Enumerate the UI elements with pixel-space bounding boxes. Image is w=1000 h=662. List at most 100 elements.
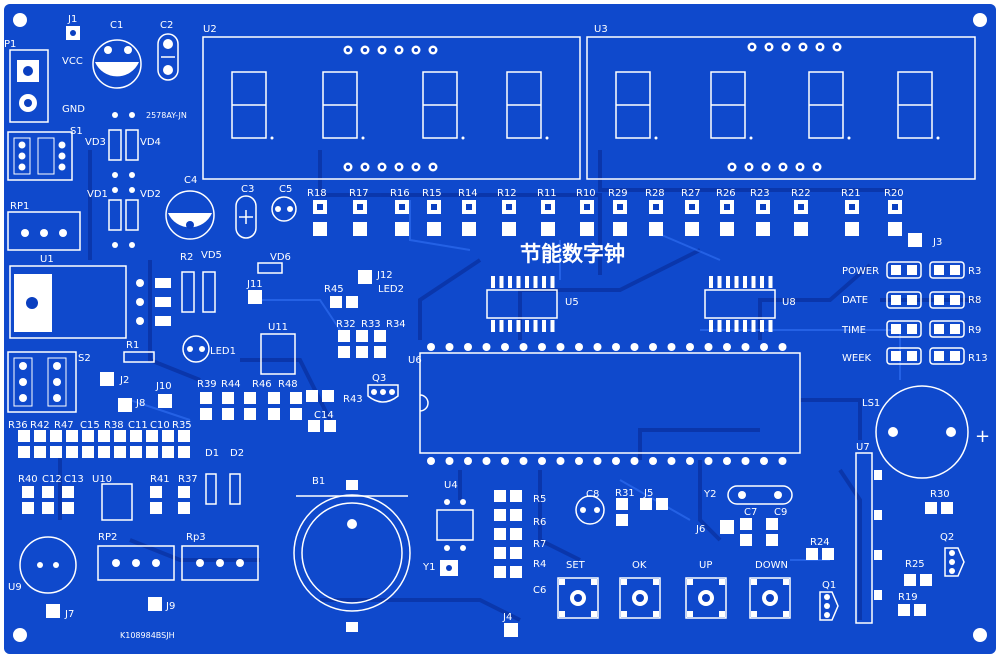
header-pins (343, 42, 842, 172)
label-u10: U10 (92, 474, 112, 485)
pad-pair (178, 430, 190, 458)
resistor-pad-3 (395, 200, 409, 236)
label-u4: U4 (444, 480, 458, 491)
pad-pair (494, 547, 522, 559)
capacitor-c2 (157, 33, 179, 81)
label-r28: R28 (645, 188, 665, 199)
label-u9: U9 (8, 582, 22, 593)
label-r11: R11 (537, 188, 557, 199)
label-r14: R14 (458, 188, 478, 199)
label-r35: R35 (172, 420, 192, 431)
digit-7 (808, 71, 851, 140)
label-r1: R1 (126, 340, 139, 351)
label-j9: J9 (165, 601, 175, 612)
label-s2: S2 (78, 353, 91, 364)
pad-pair (130, 430, 142, 458)
label-r25: R25 (905, 559, 925, 570)
pad-pair (925, 502, 953, 514)
label-r48: R48 (278, 379, 298, 390)
label-y1: Y1 (422, 562, 435, 573)
label-b1: B1 (312, 476, 325, 487)
label-r36: R36 (8, 420, 28, 431)
trimmer-rp3 (181, 545, 259, 581)
transistor-q2 (944, 547, 965, 577)
label-r27: R27 (681, 188, 701, 199)
label-r33: R33 (361, 319, 381, 330)
label-ls1: LS1 (862, 398, 880, 409)
label-r20: R20 (884, 188, 904, 199)
pad-pair (766, 518, 778, 546)
mode-pad-3 (886, 320, 965, 338)
label-r18: R18 (307, 188, 327, 199)
label-c6: C6 (533, 585, 546, 596)
label-r41: R41 (150, 474, 170, 485)
label-r40: R40 (18, 474, 38, 485)
pad-pair (268, 392, 280, 420)
label-r43: R43 (343, 394, 363, 405)
label-r7: R7 (533, 539, 546, 550)
resistor-pad-4 (427, 200, 441, 236)
label-j11: J11 (246, 279, 263, 290)
resistor-pad-5 (462, 200, 476, 236)
label-j3: J3 (932, 237, 942, 248)
pad-pair (356, 330, 368, 358)
pad-pair (306, 390, 334, 402)
label-u3: U3 (594, 24, 608, 35)
capacitor-c5 (271, 196, 297, 222)
label-button-ok: OK (632, 560, 647, 571)
label-j1: J1 (67, 14, 77, 25)
switch-s1 (7, 131, 73, 181)
mode-pads (886, 261, 965, 365)
label-c8: C8 (586, 489, 599, 500)
transistor-q1 (819, 591, 839, 621)
pad-pair (178, 486, 190, 514)
button-set (557, 577, 599, 619)
resistor-pad-2 (353, 200, 367, 236)
label-s1: S1 (70, 126, 83, 137)
ic-u10 (101, 483, 133, 521)
label-vd4: VD4 (140, 137, 161, 148)
board-title: 节能数字钟 (520, 242, 625, 266)
resistor-pad-1 (313, 200, 327, 236)
tactile-buttons (557, 577, 791, 619)
label-r13: R13 (968, 353, 988, 364)
label-r24: R24 (810, 537, 830, 548)
label-p1: P1 (4, 39, 16, 50)
label-r46: R46 (252, 379, 272, 390)
label-mode-date: DATE (842, 295, 868, 306)
ic-u11 (260, 333, 296, 375)
mode-pad-4 (886, 347, 965, 365)
label-r6: R6 (533, 517, 546, 528)
label-c15: C15 (80, 420, 100, 431)
label-c13: C13 (64, 474, 84, 485)
pad-pair (22, 486, 34, 514)
label-rp2: RP2 (98, 532, 117, 543)
pad-pair (62, 486, 74, 514)
button-ok (619, 577, 661, 619)
label-r17: R17 (349, 188, 369, 199)
label-c11: C11 (128, 420, 148, 431)
pad-pair (308, 420, 336, 432)
traces (58, 150, 980, 622)
pad-pair (330, 296, 358, 308)
capacitor-c1 (92, 39, 142, 89)
label-r8: R8 (968, 295, 981, 306)
diode-pads (112, 112, 135, 248)
label-u8: U8 (782, 297, 796, 308)
ic-pins (427, 276, 787, 465)
ic-u5 (486, 289, 558, 319)
label-r29: R29 (608, 188, 628, 199)
label-u7: U7 (856, 442, 870, 453)
resistor-pad-9 (613, 200, 627, 236)
label-code-top: 2578AY-JN (146, 111, 187, 120)
led1 (182, 335, 210, 363)
transistor-q3 (367, 384, 399, 403)
mode-pad-1 (886, 261, 965, 279)
resistor-pad-16 (888, 200, 902, 236)
digit-2 (322, 71, 365, 140)
pad-pair (244, 392, 256, 420)
label-u6: U6 (408, 355, 422, 366)
pad-pair (494, 490, 522, 502)
pad-pair (34, 430, 46, 458)
